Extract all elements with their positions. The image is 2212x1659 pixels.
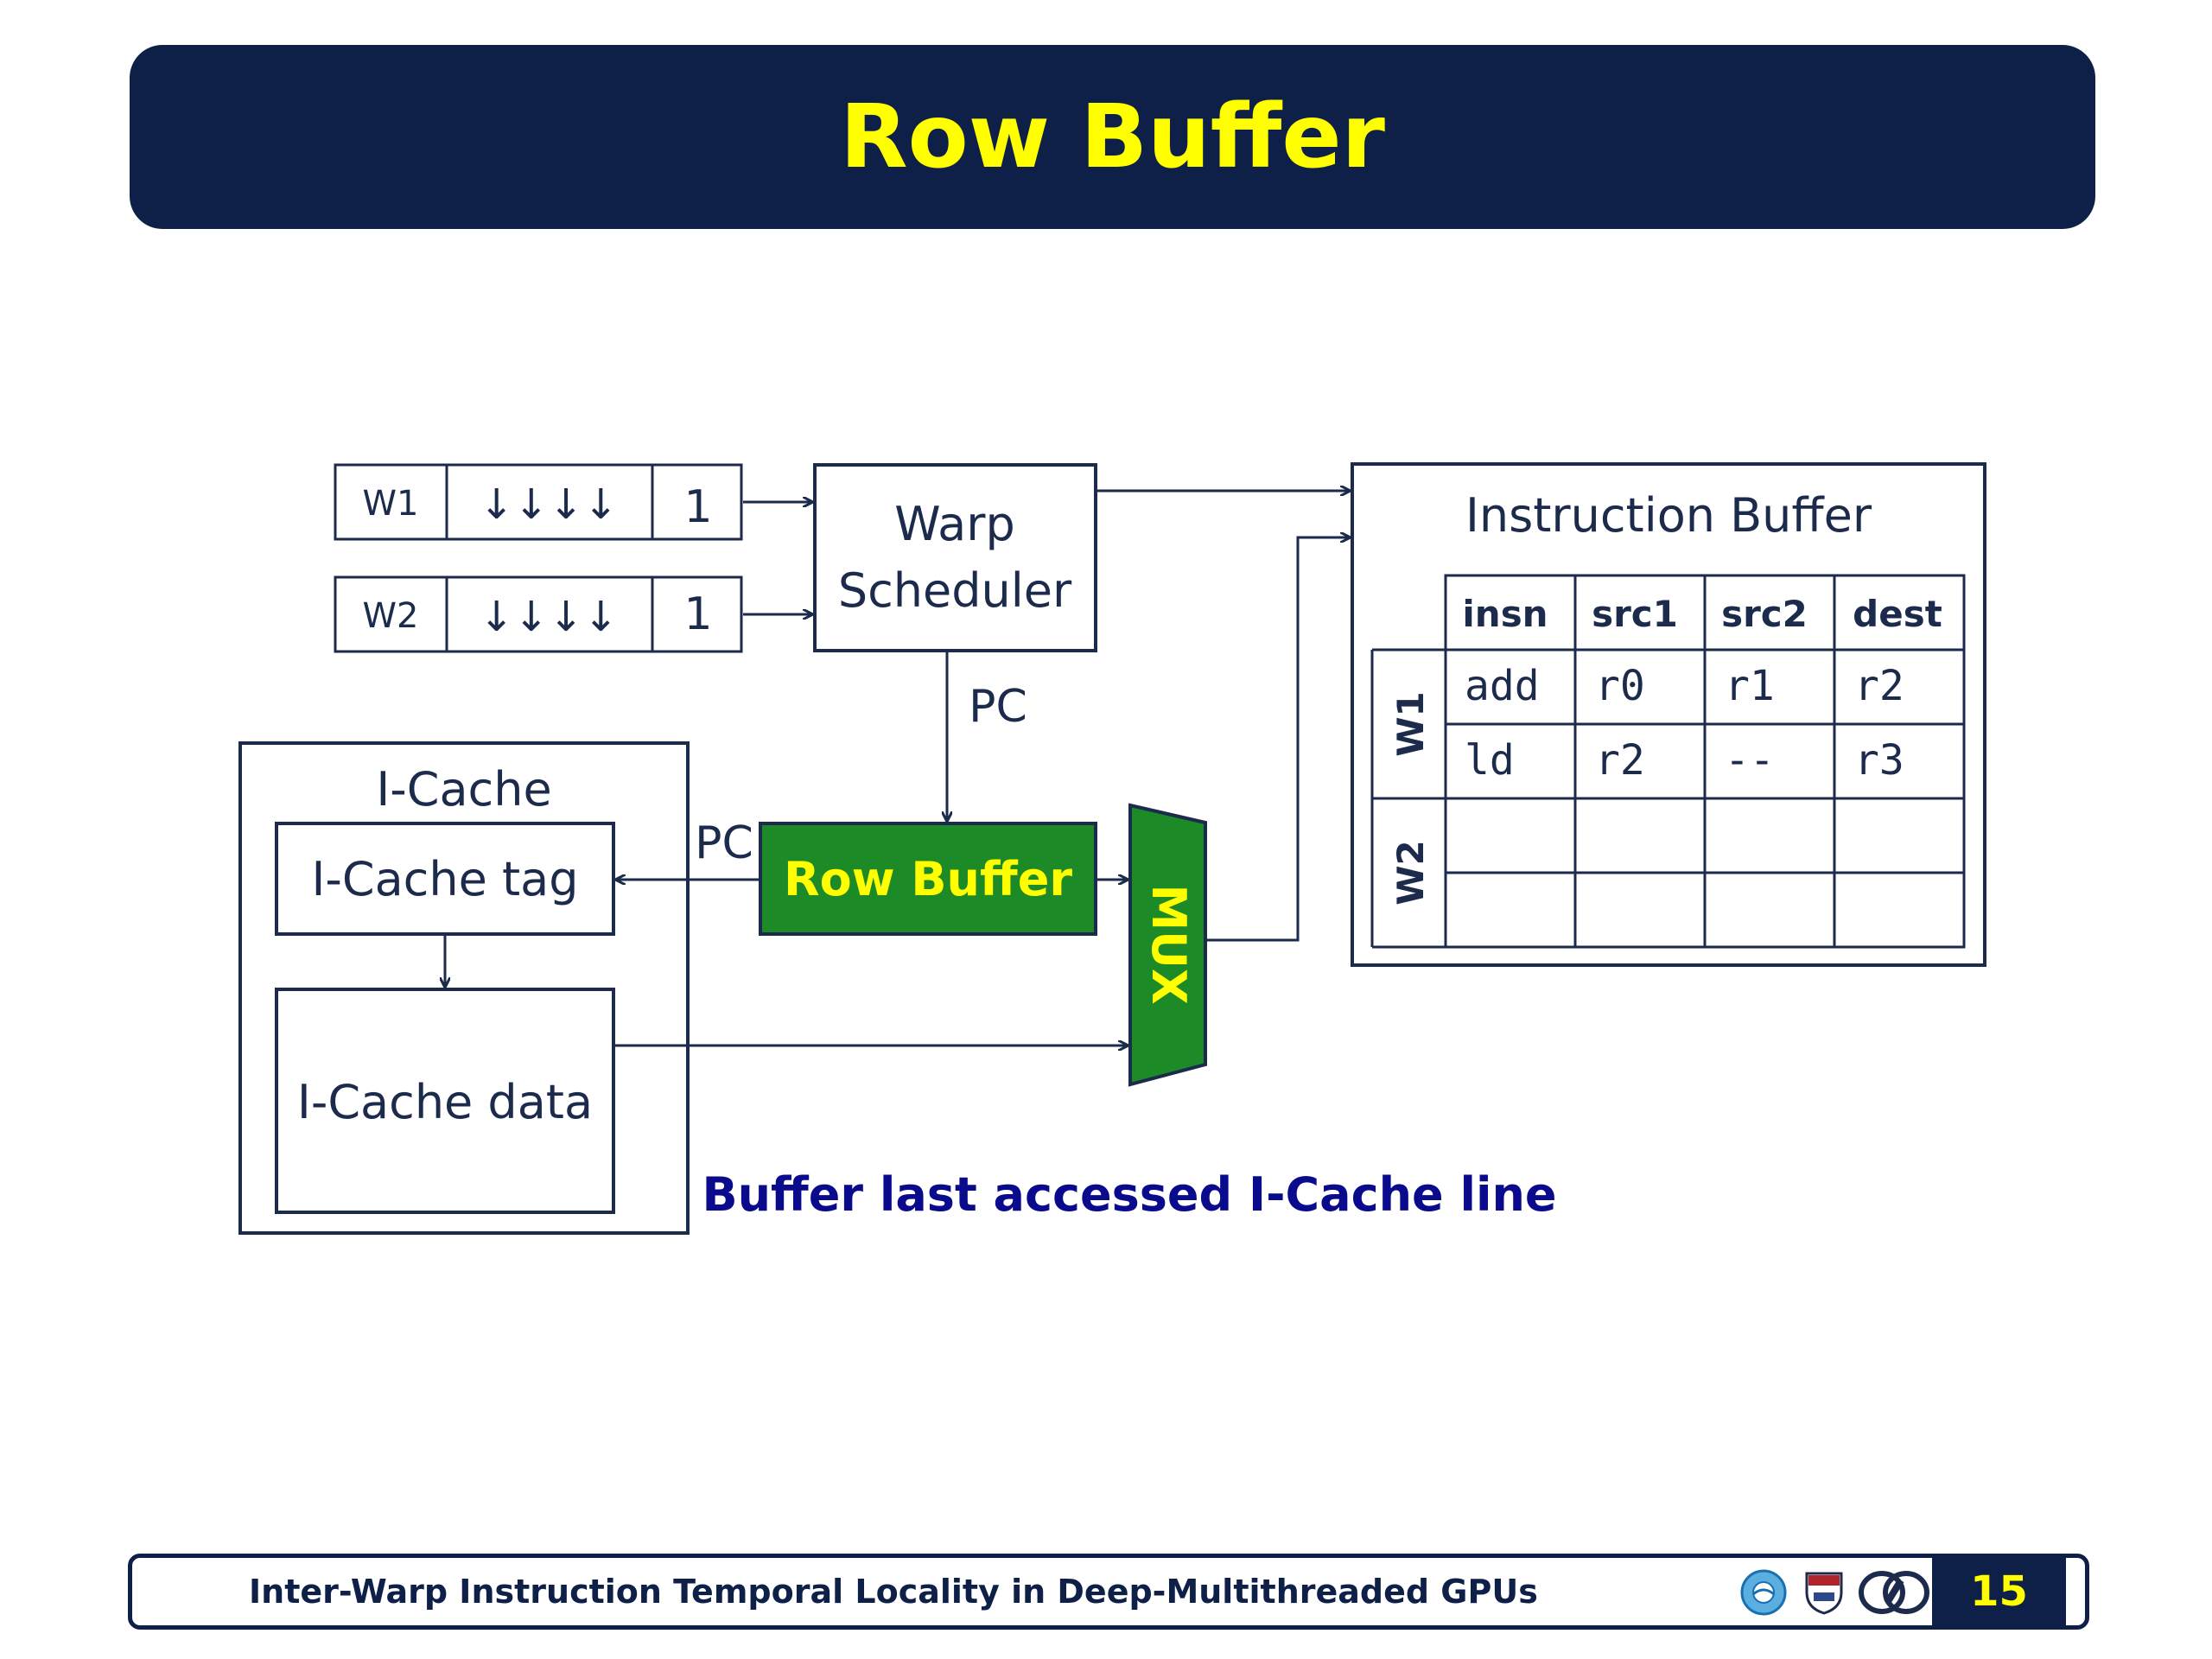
pc-label-2: PC	[695, 817, 753, 869]
warp-count: 1	[683, 588, 712, 640]
ibuffer-group-label: W1	[1389, 691, 1432, 757]
row-buffer-label: Row Buffer	[784, 852, 1072, 906]
crest-logo-icon	[1805, 1572, 1843, 1615]
ibuffer-cell: r0	[1595, 662, 1645, 710]
mux-label: MUX	[1141, 884, 1196, 1004]
ibuffer-group-label: W2	[1389, 840, 1432, 906]
footer: Inter-Warp Instruction Temporal Locality…	[128, 1554, 2089, 1630]
icache: I-Cache I-Cache tag I-Cache data	[238, 741, 690, 1235]
row-buffer-block: Row Buffer	[759, 822, 1097, 936]
instruction-buffer-title: Instruction Buffer	[1465, 488, 1872, 543]
warp-arrows: ↓↓↓↓	[480, 593, 619, 641]
page-number: 15	[1970, 1567, 2028, 1616]
ibuffer-header: src1	[1592, 593, 1678, 635]
warp-label: W1	[363, 484, 419, 524]
icache-tag-box	[275, 822, 615, 936]
icache-data-label: I-Cache data	[297, 1075, 593, 1129]
ibuffer-header: src2	[1721, 593, 1808, 635]
warp-arrows: ↓↓↓↓	[480, 480, 619, 529]
warp-count: 1	[683, 481, 712, 533]
warp-row-w1: W1 ↓↓↓↓ 1	[334, 463, 743, 541]
ibuffer-cell: r2	[1854, 662, 1904, 710]
instruction-buffer: Instruction Buffer insn src1 src2 dest W…	[1351, 462, 1986, 967]
caption: Buffer last accessed I-Cache line	[702, 1167, 1556, 1222]
ibuffer-cell: --	[1725, 736, 1775, 785]
warp-row-w2: W2 ↓↓↓↓ 1	[334, 575, 743, 653]
arrow-mux-to-ibuffer	[1207, 537, 1350, 942]
lab-logo-icon	[1859, 1571, 1929, 1614]
pc-label: PC	[969, 681, 1027, 733]
slide-title: Row Buffer	[840, 86, 1385, 188]
ibuffer-cell: add	[1465, 662, 1540, 710]
ibuffer-cell: r3	[1854, 736, 1904, 785]
warp-scheduler-line1: Warp	[894, 497, 1015, 551]
page-number-box: 15	[1932, 1554, 2066, 1630]
icache-title: I-Cache	[376, 762, 551, 817]
icache-data-box	[275, 988, 615, 1214]
university-logo-icon	[1740, 1569, 1787, 1616]
warp-scheduler-line2: Scheduler	[838, 563, 1072, 618]
icache-tag-label: I-Cache tag	[311, 852, 578, 906]
warp-label: W2	[363, 596, 419, 636]
ibuffer-header: dest	[1853, 593, 1942, 635]
title-bar: Row Buffer	[130, 45, 2095, 229]
footer-text: Inter-Warp Instruction Temporal Locality…	[249, 1573, 1538, 1611]
ibuffer-cell: r1	[1725, 662, 1775, 710]
ibuffer-cell: r2	[1595, 736, 1645, 785]
warp-scheduler: Warp Scheduler	[813, 463, 1097, 652]
mux: MUX	[1128, 803, 1207, 1087]
ibuffer-cell: ld	[1465, 736, 1515, 785]
ibuffer-header: insn	[1462, 593, 1548, 635]
